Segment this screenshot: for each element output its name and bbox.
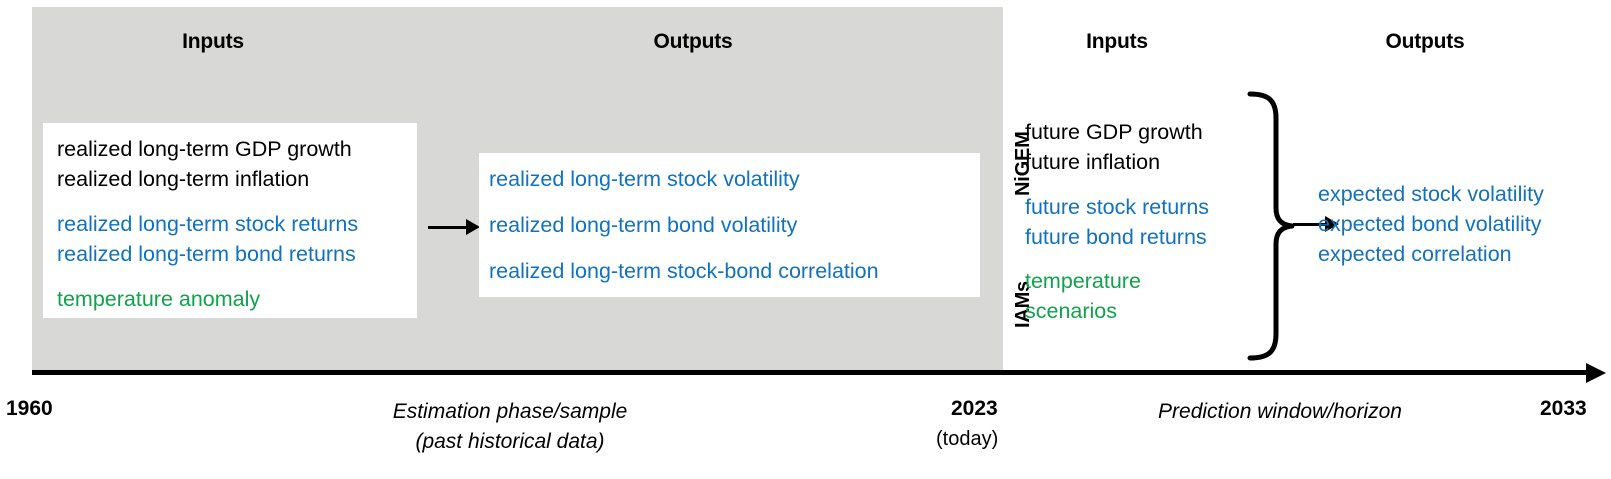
prediction-inputs-group-macro: future GDP growth future inflation xyxy=(1025,117,1203,177)
header-outputs-prediction: Outputs xyxy=(1385,30,1465,53)
timeline-prediction-label: Prediction window/horizon xyxy=(1158,400,1402,423)
estimation-inputs-box xyxy=(43,123,417,318)
timeline-year-start: 1960 xyxy=(6,397,53,420)
timeline-estimation-label-line2: (past historical data) xyxy=(415,430,605,453)
header-inputs-prediction: Inputs xyxy=(1086,30,1148,53)
prediction-inputs-group-climate: temperature scenarios xyxy=(1025,266,1141,326)
estimation-arrow-shaft xyxy=(428,226,470,229)
prediction-input-scenarios: scenarios xyxy=(1025,299,1118,323)
estimation-arrow-head-icon xyxy=(466,219,480,235)
prediction-input-inflation: future inflation xyxy=(1025,150,1161,174)
prediction-arrow-shaft xyxy=(1293,223,1329,226)
estimation-input-temperature-anomaly: temperature anomaly xyxy=(57,287,261,311)
estimation-inputs-group-climate: temperature anomaly xyxy=(57,284,260,314)
estimation-input-gdp-growth: realized long-term GDP growth xyxy=(57,137,352,161)
timeline-estimation-label: Estimation phase/sample (past historical… xyxy=(310,397,710,457)
estimation-inputs-group-macro: realized long-term GDP growth realized l… xyxy=(57,134,352,194)
timeline-estimation-label-line1: Estimation phase/sample xyxy=(392,400,628,423)
estimation-input-stock-returns: realized long-term stock returns xyxy=(57,212,359,236)
timeline-year-end: 2033 xyxy=(1540,397,1587,420)
estimation-outputs-box xyxy=(479,153,980,297)
estimation-input-inflation: realized long-term inflation xyxy=(57,167,310,191)
timeline-axis xyxy=(32,370,1591,375)
prediction-input-gdp-growth: future GDP growth xyxy=(1025,120,1203,144)
prediction-output-correlation: expected correlation xyxy=(1318,242,1512,266)
estimation-output-stock-bond-correlation: realized long-term stock-bond correlatio… xyxy=(489,259,879,283)
prediction-inputs-group-returns: future stock returns future bond returns xyxy=(1025,192,1209,252)
timeline-year-today-note: (today) xyxy=(936,428,999,450)
header-inputs-estimation: Inputs xyxy=(182,30,244,53)
header-outputs-estimation: Outputs xyxy=(653,30,733,53)
estimation-output-bond-volatility: realized long-term bond volatility xyxy=(489,213,798,237)
prediction-arrow-head-icon xyxy=(1325,216,1339,232)
prediction-inputs-brace xyxy=(1238,90,1298,367)
estimation-inputs-group-returns: realized long-term stock returns realize… xyxy=(57,209,358,269)
prediction-input-bond-returns: future bond returns xyxy=(1025,225,1207,249)
timeline-arrow-head-icon xyxy=(1586,363,1606,383)
prediction-input-temperature: temperature xyxy=(1025,269,1141,293)
prediction-output-bond-volatility: expected bond volatility xyxy=(1318,212,1542,236)
prediction-output-stock-volatility: expected stock volatility xyxy=(1318,182,1544,206)
estimation-input-bond-returns: realized long-term bond returns xyxy=(57,242,356,266)
prediction-input-stock-returns: future stock returns xyxy=(1025,195,1210,219)
estimation-output-stock-volatility: realized long-term stock volatility xyxy=(489,167,800,191)
prediction-outputs-group: expected stock volatility expected bond … xyxy=(1318,179,1544,269)
timeline-year-today: 2023 xyxy=(951,397,998,420)
